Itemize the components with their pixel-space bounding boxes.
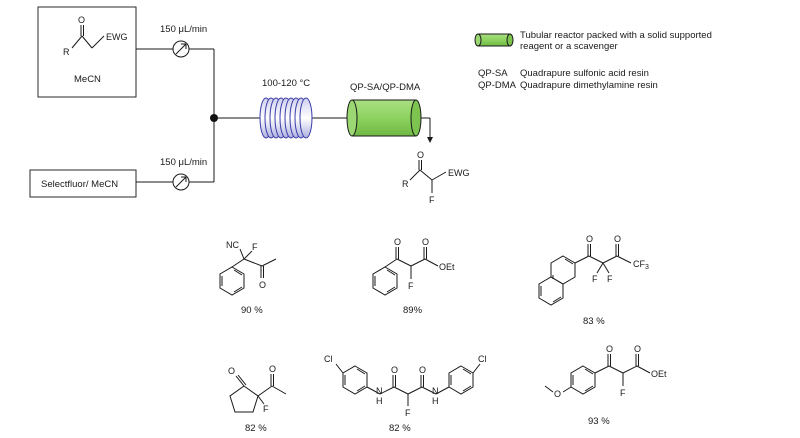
packed-reactor-label: QP-SA/QP-DMA xyxy=(350,82,421,93)
product-ewg: EWG xyxy=(448,168,470,178)
ex3-cf3: CF3 xyxy=(633,259,649,271)
packed-reactor-icon xyxy=(346,99,422,137)
ex5-h1: H xyxy=(376,396,383,406)
ex6-oet: OEt xyxy=(651,369,667,379)
ex4-f: F xyxy=(263,404,269,414)
selectfluor-box: Selectfluor/ MeCN xyxy=(29,169,137,198)
ex5-f: F xyxy=(405,408,411,418)
example-4-structure: O O F xyxy=(228,364,287,414)
example-6-structure: O O O OEt F xyxy=(544,344,667,399)
ex5-h2: H xyxy=(432,396,439,406)
ex5-o2: O xyxy=(419,365,426,375)
pump-bottom-icon xyxy=(172,173,190,191)
ex5-cl1: Cl xyxy=(324,354,333,364)
product-r-group: R xyxy=(402,179,409,189)
ex6-o2: O xyxy=(634,344,641,354)
ex3-f2: F xyxy=(607,274,613,284)
reagent-solvent-label: MeCN xyxy=(74,74,101,85)
selectfluor-label: Selectfluor/ MeCN xyxy=(41,179,118,190)
ex1-o: O xyxy=(259,280,266,290)
r-group-label: R xyxy=(63,47,70,57)
ewg-label: EWG xyxy=(106,32,128,42)
example-1-structure: NC F O xyxy=(219,240,277,296)
coil-temperature: 100-120 °C xyxy=(262,78,310,89)
reagent-box: O R EWG MeCN xyxy=(37,6,137,98)
ex2-o2: O xyxy=(422,237,429,247)
ex2-oet: OEt xyxy=(439,262,455,272)
legend: Tubular reactor packed with a solid supp… xyxy=(474,30,712,91)
flow-rate-bottom: 150 μL/min xyxy=(160,157,207,168)
example-2-structure: O O OEt F xyxy=(372,237,455,296)
legend-meaning-2: Quadrapure dimethylamine resin xyxy=(520,80,658,91)
coil-reactor-icon xyxy=(259,97,313,139)
example-2-yield: 89% xyxy=(403,305,423,316)
ketone-structure: O R EWG xyxy=(63,15,128,57)
ex5-cl2: Cl xyxy=(478,354,487,364)
product-oxygen: O xyxy=(417,150,424,160)
ex6-f: F xyxy=(620,388,626,398)
flow-rate-top: 150 μL/min xyxy=(160,24,207,35)
example-6-yield: 93 % xyxy=(588,416,610,427)
ex3-o2: O xyxy=(614,234,621,244)
ex1-nc: NC xyxy=(226,240,239,250)
ex5-n1: N xyxy=(376,386,383,396)
legend-reactor-text-1: Tubular reactor packed with a solid supp… xyxy=(520,30,712,41)
ex2-o1: O xyxy=(394,237,401,247)
legend-meaning-1: Quadrapure sulfonic acid resin xyxy=(520,68,649,79)
ex3-f1: F xyxy=(592,274,598,284)
product-structure: O R EWG F xyxy=(402,150,470,205)
ex5-n2: N xyxy=(432,386,439,396)
mixing-junction xyxy=(210,114,218,122)
example-4-yield: 82 % xyxy=(245,423,267,434)
example-3-yield: 83 % xyxy=(583,316,605,327)
ex6-o-methoxy: O xyxy=(554,389,561,399)
example-3-structure: O O CF3 F F xyxy=(538,234,649,306)
legend-reactor-text-2: reagent or a scavenger xyxy=(520,41,618,52)
ex1-f: F xyxy=(252,242,258,252)
example-5-yield: 82 % xyxy=(389,423,411,434)
example-1-yield: 90 % xyxy=(241,305,263,316)
pump-top-icon xyxy=(172,40,190,58)
example-5-structure: Cl Cl N H N H O O F xyxy=(324,354,487,418)
ex3-o1: O xyxy=(586,234,593,244)
legend-abbr-2: QP-DMA xyxy=(478,80,517,91)
product-fluorine: F xyxy=(429,195,435,205)
oxygen-label: O xyxy=(78,15,85,25)
ex4-o1: O xyxy=(228,366,235,376)
legend-reactor-icon xyxy=(474,33,514,47)
tubing xyxy=(136,48,433,183)
legend-abbr-1: QP-SA xyxy=(478,68,508,79)
ex5-o1: O xyxy=(391,365,398,375)
ex2-f: F xyxy=(408,281,414,291)
ex4-o2: O xyxy=(269,364,276,374)
ex6-o1: O xyxy=(606,344,613,354)
